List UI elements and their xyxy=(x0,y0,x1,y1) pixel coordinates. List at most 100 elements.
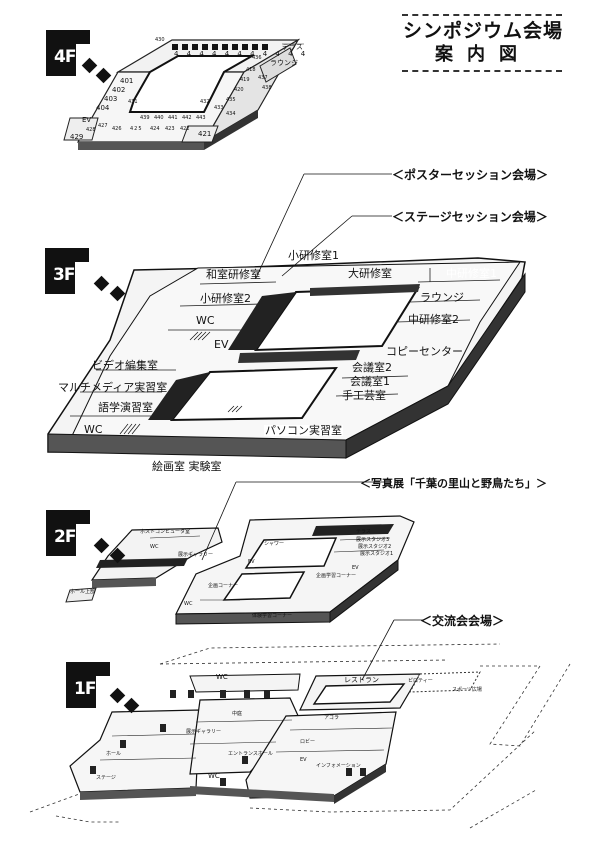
floor4-room-row: 4 4 4 4 4 4 4 4 4 4 4 xyxy=(174,50,309,58)
hall-upper: ホール上部 xyxy=(70,589,96,595)
room-431: 431 xyxy=(128,99,138,105)
room-425: 425 xyxy=(130,126,143,132)
room-426: 426 xyxy=(112,126,122,132)
room-432: 432 xyxy=(200,99,210,105)
floor2-badge: 2F xyxy=(46,510,90,556)
planning-corner: 企画コーナー xyxy=(208,583,239,589)
room-441: 441 xyxy=(168,115,178,121)
exhibit-studio-1: 展示スタジオ1 xyxy=(360,551,394,557)
floor3-lounge: ラウンジ xyxy=(420,291,464,304)
room-419: 419 xyxy=(240,77,250,83)
room-442: 442 xyxy=(182,115,192,121)
room-430: 430 xyxy=(155,37,165,43)
multimedia-room: マルチメディア実習室 xyxy=(58,381,168,394)
large-training-room: 大研修室 xyxy=(348,267,392,280)
floor4-plan xyxy=(63,38,304,150)
room-421: 421 xyxy=(198,130,212,138)
title-rule-bottom xyxy=(402,70,562,72)
host-computer-room: ホストコンピュータ室 xyxy=(140,529,191,535)
room-401: 401 xyxy=(120,77,134,85)
floor2-shower: シャワー xyxy=(264,541,285,547)
floor3-ev-left: EV xyxy=(214,338,229,351)
information: インフォメーション xyxy=(316,763,361,769)
room-438: 438 xyxy=(262,85,272,91)
floor3-plan xyxy=(47,173,526,459)
floor2-terrace: テラス xyxy=(356,529,371,535)
language-lab: 語学演習室 xyxy=(98,401,153,414)
room-427: 427 xyxy=(98,123,108,129)
floor1-ev: EV xyxy=(300,757,307,763)
entrance-hall: エントランスホール xyxy=(228,751,273,757)
floor2-gallery: 展示ギャラリー xyxy=(178,552,214,558)
room-443: 443 xyxy=(196,115,206,121)
piloti: ピロティー xyxy=(408,678,433,684)
craft-room: 手工芸室 xyxy=(342,389,386,402)
title-rule-top xyxy=(402,14,562,16)
map-title: シンポジウム会場 xyxy=(402,20,563,42)
experience-learning-corner: 体験学習コーナー xyxy=(252,613,293,619)
callout-exchange: ＜交流会会場＞ xyxy=(420,614,505,628)
room-435: 435 xyxy=(226,97,236,103)
sports-plaza: スポーツ広場 xyxy=(452,687,482,693)
restaurant: レストラン xyxy=(344,676,379,684)
room-429: 429 xyxy=(70,133,84,141)
floor4-ev: EV xyxy=(82,116,92,124)
floor3-badge: 3F xyxy=(45,248,89,294)
mid-training-room-1: 中研修室1 xyxy=(446,267,497,280)
room-434: 434 xyxy=(226,111,236,117)
mid-training-room-2: 中研修室2 xyxy=(408,313,459,326)
floor1-badge: 1F xyxy=(66,662,110,708)
callout-photo-exhibit: ＜写真展「千葉の里山と野鳥たち」＞ xyxy=(360,477,547,490)
room-440: 440 xyxy=(154,115,164,121)
floor2-ev-right: EV xyxy=(352,565,359,571)
exhibit-studio-2: 展示スタジオ2 xyxy=(358,544,392,550)
map-subtitle: 案内図 xyxy=(435,44,531,65)
floor2-wc-lower: WC xyxy=(184,601,193,607)
floor1-label: 1F xyxy=(74,679,96,699)
floor2-label: 2F xyxy=(54,527,76,547)
floor1-lobby: ロビー xyxy=(300,739,316,745)
floor3-wc-lower: WC xyxy=(84,423,103,436)
meeting-room-2: 会議室2 xyxy=(352,361,392,374)
room-436: 436 xyxy=(252,55,262,61)
room-403: 403 xyxy=(104,95,118,103)
floor4-terrace: テラス xyxy=(282,43,303,51)
room-428: 428 xyxy=(86,127,96,133)
planning-learning-corner: 企画学習コーナー xyxy=(316,573,357,579)
small-training-room-2: 小研修室2 xyxy=(200,292,251,305)
floor2-plan xyxy=(65,481,415,625)
floor3-wc-upper: WC xyxy=(196,314,215,327)
meeting-room-1: 会議室1 xyxy=(350,375,390,388)
floor1-plan xyxy=(29,619,571,829)
room-423: 423 xyxy=(165,126,175,132)
exhibit-studio-3: 展示スタジオ3 xyxy=(356,537,390,543)
floor4-lounge: ラウンジ xyxy=(270,59,298,67)
room-437: 437 xyxy=(258,75,268,81)
video-editing-room: ビデオ編集室 xyxy=(92,359,158,372)
callout-stage-session: ＜ステージセッション会場＞ xyxy=(392,210,548,224)
room-404: 404 xyxy=(96,104,110,112)
room-420: 420 xyxy=(234,87,244,93)
copy-center: コピーセンター xyxy=(386,345,463,358)
floor1-gallery: 展示ギャラリー xyxy=(186,729,222,735)
agora: アゴラ xyxy=(324,715,340,721)
room-433: 433 xyxy=(214,105,224,111)
callout-poster-session: ＜ポスターセッション会場＞ xyxy=(392,168,549,182)
room-439: 439 xyxy=(140,115,150,121)
japanese-training-room: 和室研修室 xyxy=(206,268,261,281)
floor2-ev-left: EV xyxy=(248,559,255,565)
small-training-room-1: 小研修室1 xyxy=(288,249,339,262)
courtyard: 中庭 xyxy=(232,711,243,717)
floor1-wc-bottom: WC xyxy=(208,772,220,780)
stage: ステージ xyxy=(96,775,116,781)
pc-lab: パソコン実習室 xyxy=(264,424,343,437)
painting-lab-rooms: 絵画室 実験室 xyxy=(152,460,222,473)
floor3-label: 3F xyxy=(53,265,75,285)
room-422: 422 xyxy=(180,126,190,132)
floor1-hall: ホール xyxy=(106,751,122,757)
floor1-wc-top: WC xyxy=(216,673,228,681)
floor4-label: 4F xyxy=(54,47,76,67)
room-418: 418 xyxy=(246,67,256,73)
floor4-badge: 4F xyxy=(46,30,90,76)
